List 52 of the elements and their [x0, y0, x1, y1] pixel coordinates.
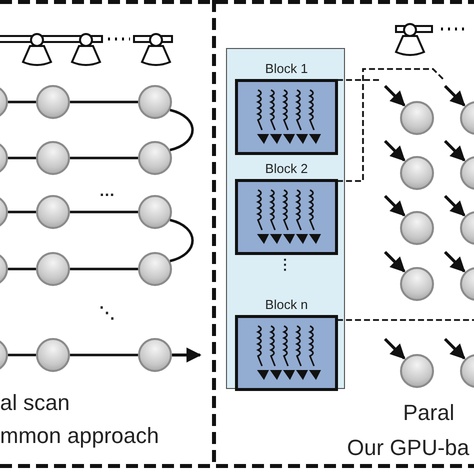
connector-line — [70, 354, 138, 356]
panel — [226, 48, 345, 389]
arrow — [444, 140, 466, 162]
connector-line — [8, 156, 36, 160]
node-circle — [36, 252, 70, 286]
node-circle — [36, 338, 70, 372]
block-label: Block n — [264, 297, 309, 312]
node-circle — [138, 85, 172, 119]
arrow — [384, 140, 406, 162]
node-circle — [138, 195, 172, 229]
node-circle — [400, 354, 434, 388]
dashed-line — [337, 79, 379, 81]
arrow — [384, 250, 406, 272]
block-label: Block 2 — [264, 161, 309, 176]
connector-line — [70, 268, 138, 270]
ellipsis: … — [99, 184, 115, 200]
connector-line — [70, 156, 138, 160]
node-circle — [400, 156, 434, 190]
arrow — [444, 250, 466, 272]
connector-line — [70, 210, 138, 214]
node-circle — [36, 85, 70, 119]
node-circle — [400, 267, 434, 301]
arrow — [444, 194, 466, 216]
caption-text: mmon approach — [0, 425, 159, 447]
arrow — [172, 348, 202, 362]
arrow — [384, 84, 406, 106]
connector-line — [70, 100, 138, 104]
node-circle — [138, 141, 172, 175]
connector-line — [8, 268, 36, 270]
caption-text: al scan — [0, 392, 70, 414]
node-circle — [36, 141, 70, 175]
node-circle — [400, 211, 434, 245]
arrow — [444, 338, 466, 360]
dashed-line — [337, 68, 446, 182]
arrow — [384, 194, 406, 216]
node-circle — [138, 338, 172, 372]
dashed-line — [337, 319, 474, 321]
connector-line — [8, 210, 36, 214]
connector-line — [170, 218, 194, 262]
ellipsis: ⋱ — [99, 306, 115, 322]
ellipsis: ⋮ — [278, 257, 292, 271]
caption-text: Our GPU-ba — [347, 437, 470, 459]
caption-text: Paral — [403, 402, 454, 424]
node-circle — [138, 252, 172, 286]
arrow — [384, 338, 406, 360]
connector-line — [8, 354, 36, 356]
node-circle — [400, 101, 434, 135]
arrow — [444, 84, 466, 106]
block-label: Block 1 — [264, 61, 309, 76]
connector-line — [170, 108, 194, 152]
node-circle — [36, 195, 70, 229]
connector-line — [8, 100, 36, 104]
